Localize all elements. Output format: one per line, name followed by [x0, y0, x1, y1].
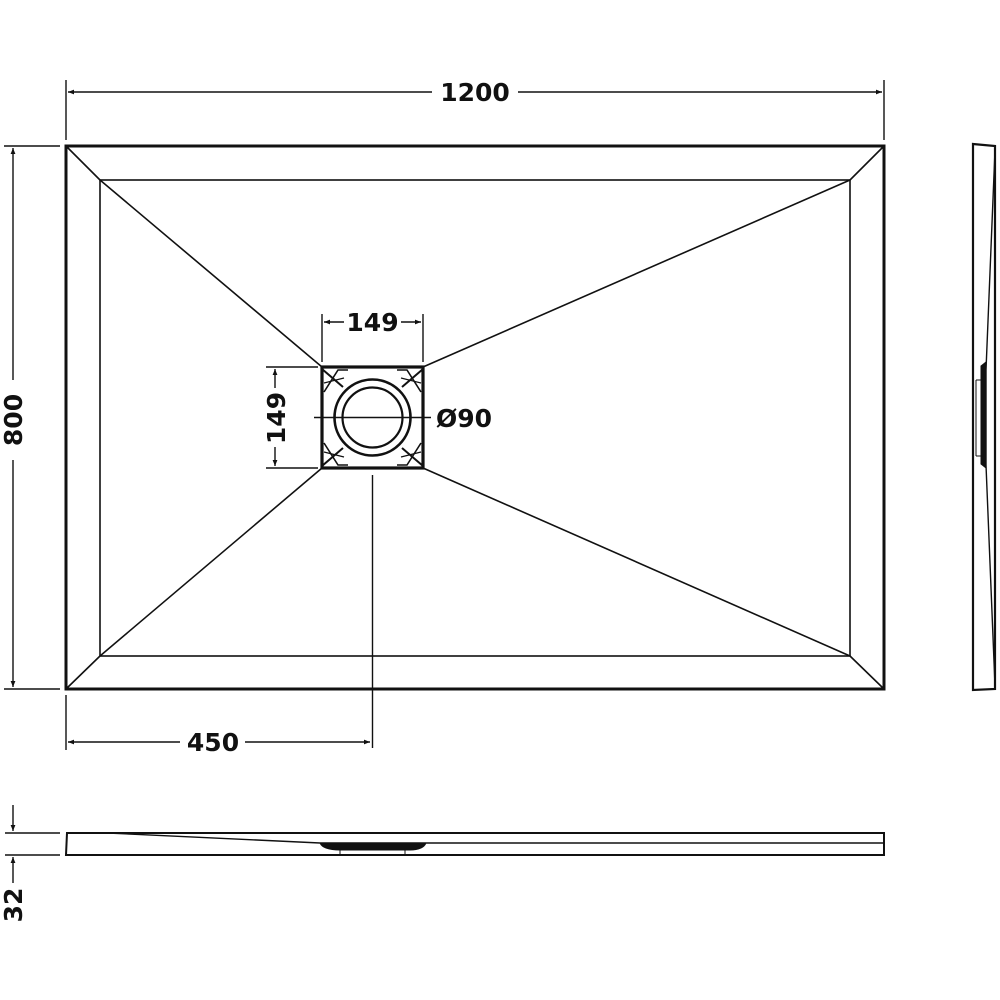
fall-line [422, 179, 851, 368]
fall-line [422, 467, 851, 657]
waste-diameter-label: Ø90 [436, 404, 492, 433]
fall-line [99, 467, 323, 657]
tray-inner-edge [99, 179, 851, 657]
waste-width-label: 149 [346, 308, 398, 337]
plan-view [64, 144, 886, 748]
waste-offset-label: 450 [187, 728, 239, 757]
dimension-labels: 1200 800 149 149 Ø90 450 32 [0, 78, 510, 922]
depth-label: 800 [0, 394, 28, 446]
height-label: 32 [0, 888, 28, 923]
width-label: 1200 [440, 78, 510, 107]
tray-outline [64, 144, 886, 691]
waste-outlet [314, 365, 431, 470]
side-elevation [971, 142, 997, 692]
waste-height-label: 149 [262, 392, 291, 444]
fall-line [99, 179, 323, 368]
dimension-lines [4, 80, 885, 883]
front-elevation [64, 832, 885, 856]
